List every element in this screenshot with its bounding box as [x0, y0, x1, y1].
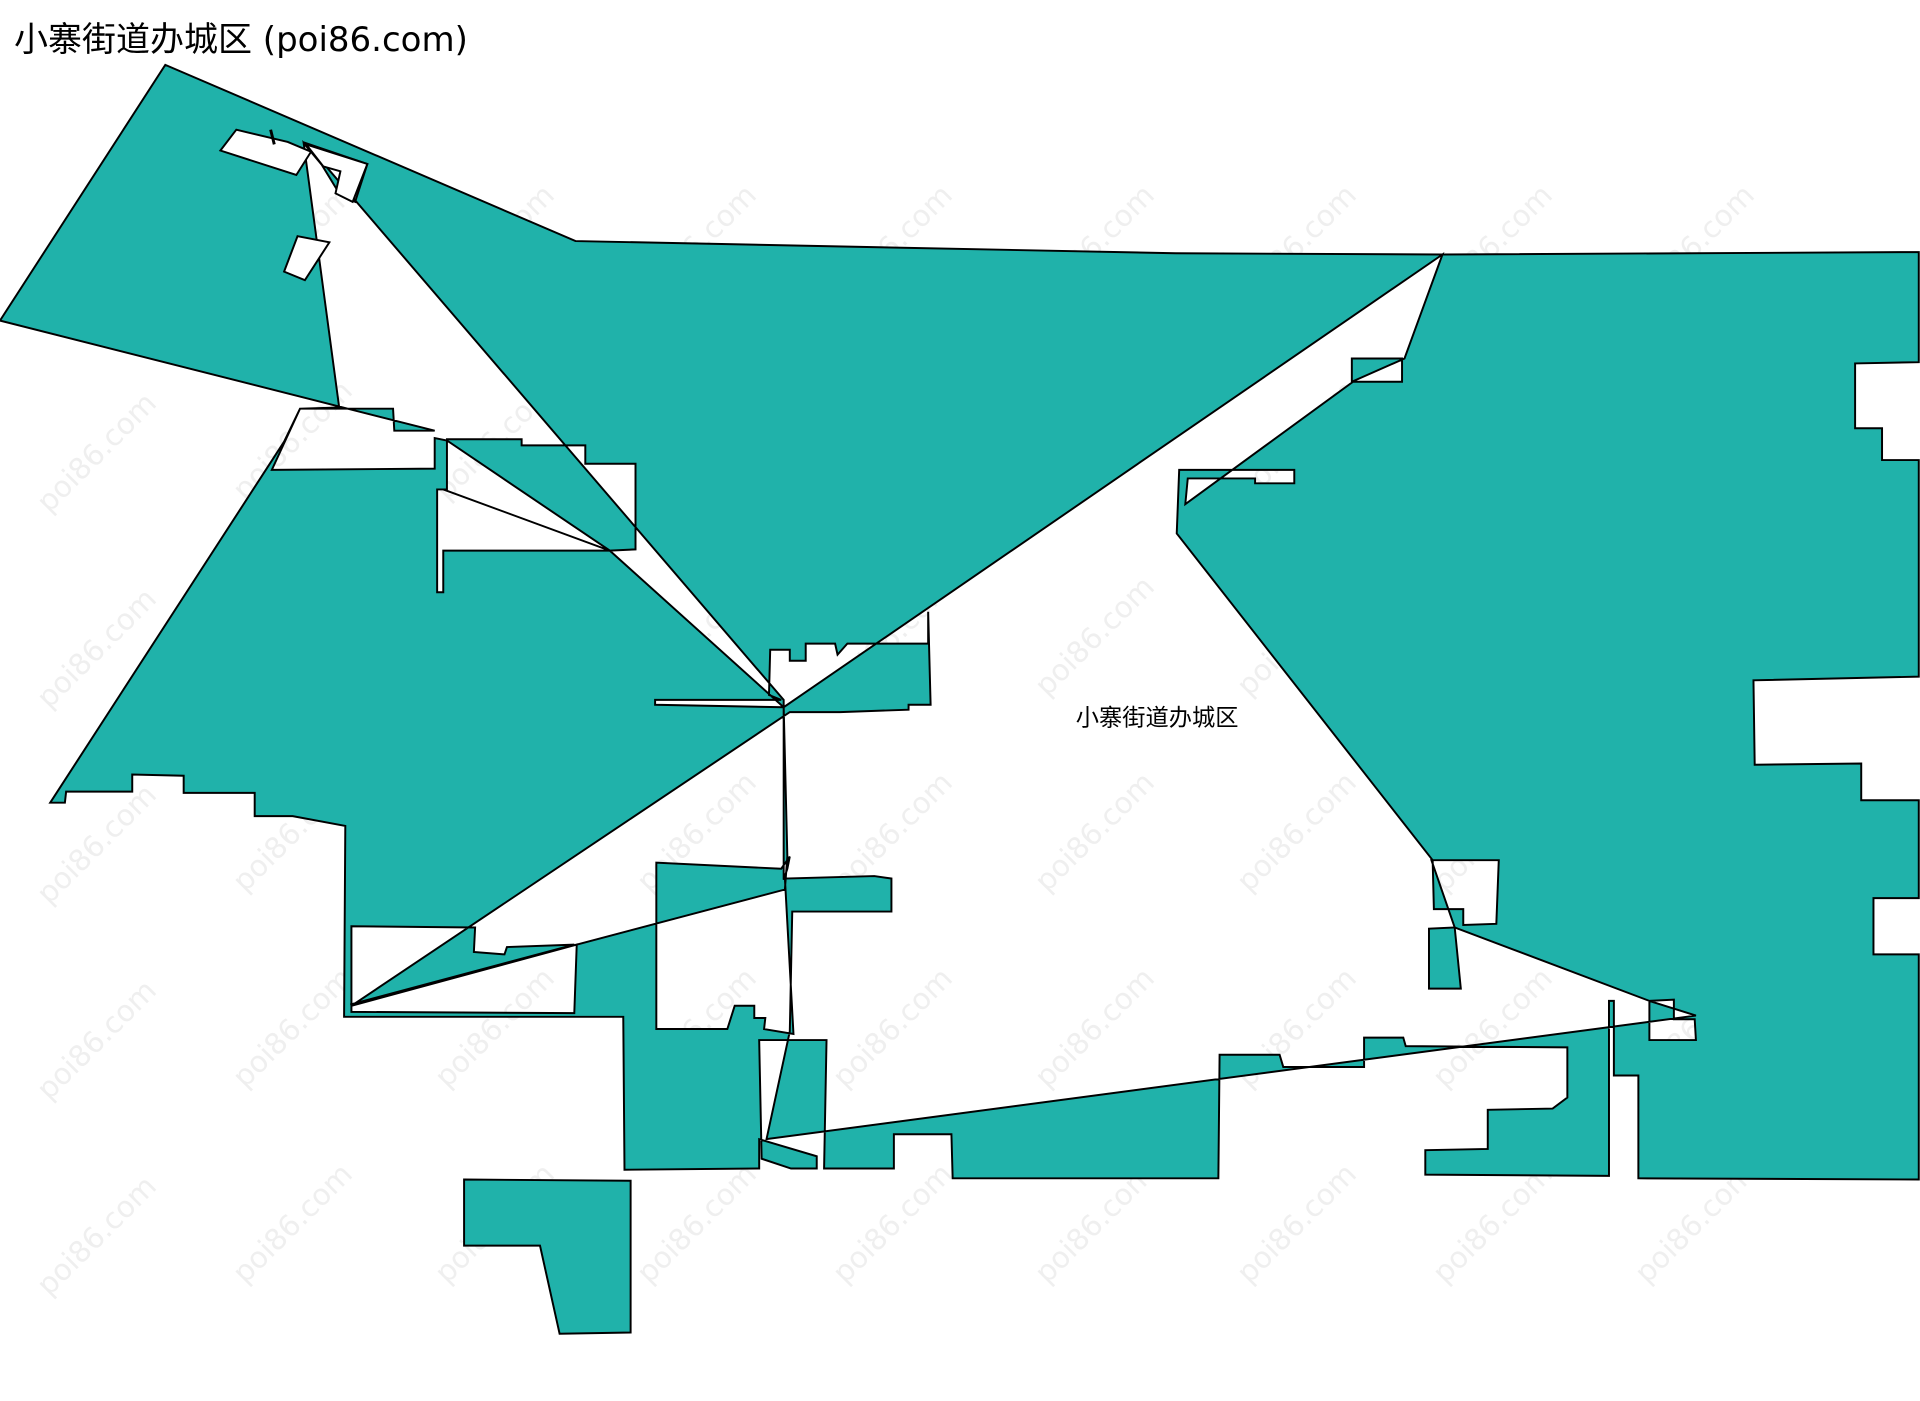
watermark: poi86.com — [30, 973, 163, 1106]
watermark: poi86.com — [30, 386, 163, 519]
map-title: 小寨街道办城区 (poi86.com) — [14, 20, 468, 60]
hole-northwest-3 — [303, 142, 369, 204]
watermark: poi86.com — [826, 961, 959, 1094]
watermark: poi86.com — [226, 1157, 359, 1290]
watermark: poi86.com — [1426, 1157, 1559, 1290]
watermark: poi86.com — [630, 1157, 763, 1290]
watermark: poi86.com — [1028, 569, 1161, 702]
watermark: poi86.com — [226, 961, 359, 1094]
watermark: poi86.com — [1028, 961, 1161, 1094]
hole-northwest-1 — [218, 128, 313, 177]
watermark: poi86.com — [428, 961, 561, 1094]
watermark: poi86.com — [30, 777, 163, 910]
district-boundary — [0, 63, 1920, 1181]
watermark: poi86.com — [1230, 1157, 1363, 1290]
watermark: poi86.com — [1028, 765, 1161, 898]
watermark: poi86.com — [826, 1157, 959, 1290]
hole-northwest-2 — [282, 235, 331, 282]
boundary-tick — [269, 129, 276, 145]
watermark: poi86.com — [30, 1169, 163, 1302]
watermark: poi86.com — [1230, 765, 1363, 898]
district-label: 小寨街道办城区 — [1076, 705, 1239, 732]
district-parcel-southwest — [463, 1178, 632, 1335]
